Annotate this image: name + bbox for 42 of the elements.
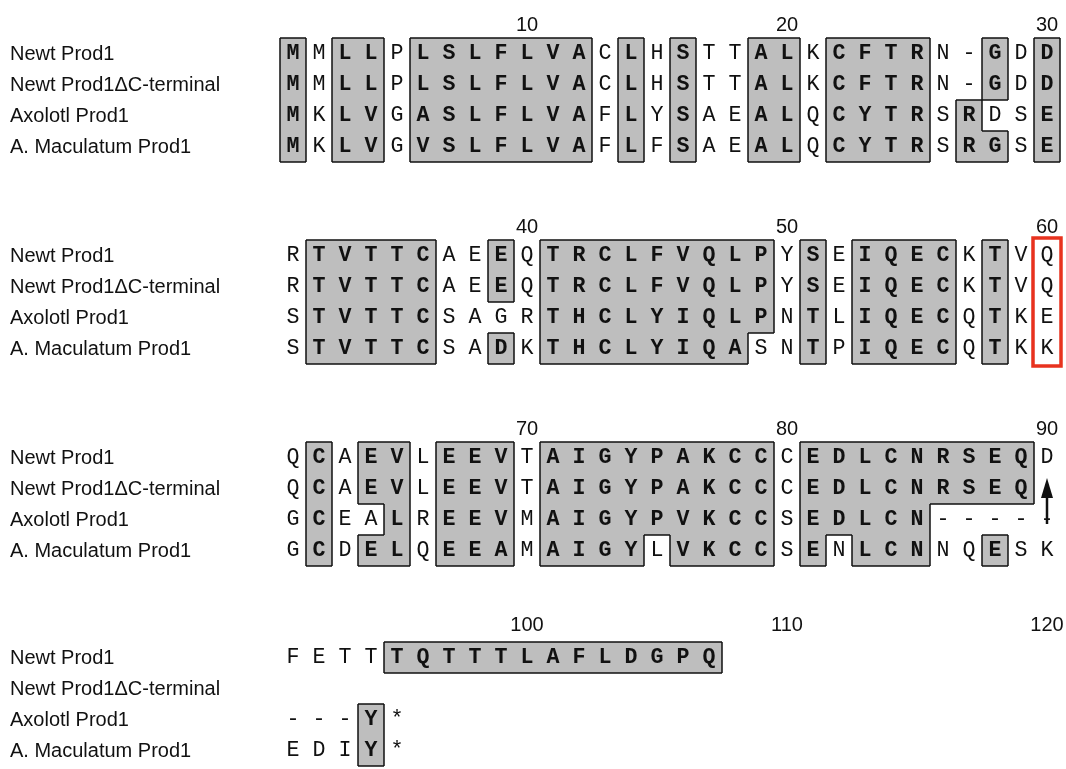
position-number: 80 <box>774 416 800 440</box>
position-number: 60 <box>1034 214 1060 238</box>
sequence-row-text: G C D E L Q E E A M A I G Y L V K C C S E N L C N N Q E S K <box>286 537 1054 565</box>
sequence-row-text: Q C A E V L E E V T A I G Y P A K C C C E D L C N R S E Q <box>286 475 1028 503</box>
sequence-name: Newt Prod1 <box>10 645 115 670</box>
sequence-name: A. Maculatum Prod1 <box>10 738 192 763</box>
sequence-name: Axolotl Prod1 <box>10 707 129 732</box>
position-number: 90 <box>1034 416 1060 440</box>
sequence-name: Newt Prod1ΔC-terminal <box>10 476 221 501</box>
sequence-row-text: M K L V G V S L F L V A F L F S A E A L Q C Y T R S R G S E <box>286 133 1054 161</box>
sequence-name: Axolotl Prod1 <box>10 305 129 330</box>
sequence-name: Newt Prod1ΔC-terminal <box>10 274 221 299</box>
sequence-row-text: S T V T T C S A D K T H C L Y I Q A S N T P I Q E C Q T K K <box>286 335 1054 363</box>
sequence-row-text: S T V T T C S A G R T H C L Y I Q L P N T L I Q E C Q T K E <box>286 304 1054 332</box>
sequence-row-text: M K L V G A S L F L V A F L Y S A E A L Q C Y T R S R D S E <box>286 102 1054 130</box>
position-number: 120 <box>1029 612 1065 636</box>
sequence-name: Newt Prod1ΔC-terminal <box>10 72 221 97</box>
position-number: 70 <box>514 416 540 440</box>
sequence-name: Axolotl Prod1 <box>10 507 129 532</box>
sequence-row-text: E D I Y * <box>286 737 404 765</box>
sequence-name: Newt Prod1 <box>10 41 115 66</box>
sequence-name: A. Maculatum Prod1 <box>10 134 192 159</box>
sequence-row-text: M M L L P L S L F L V A C L H S T T A L K C F T R N - G D D <box>286 71 1054 99</box>
sequence-name: A. Maculatum Prod1 <box>10 336 192 361</box>
sequence-row-text: Q C A E V L E E V T A I G Y P A K C C C E D L C N R S E Q D <box>286 444 1054 472</box>
sequence-row-text: F E T T T Q T T T L A F L D G P Q <box>286 644 716 672</box>
position-number: 110 <box>770 612 804 636</box>
sequence-row-text: M M L L P L S L F L V A C L H S T T A L K C F T R N - G D D <box>286 40 1054 68</box>
sequence-name: Newt Prod1ΔC-terminal <box>10 676 221 701</box>
sequence-row-text: R T V T T C A E E Q T R C L F V Q L P Y S E I Q E C K T V Q <box>286 242 1054 270</box>
position-number: 20 <box>774 12 800 36</box>
sequence-name: Newt Prod1 <box>10 243 115 268</box>
position-number: 50 <box>774 214 800 238</box>
position-number: 30 <box>1034 12 1060 36</box>
sequence-name: Newt Prod1 <box>10 445 115 470</box>
position-number: 40 <box>514 214 540 238</box>
sequence-row-text: R T V T T C A E E Q T R C L F V Q L P Y S E I Q E C K T V Q <box>286 273 1054 301</box>
sequence-row-text: - - - Y * <box>286 706 404 734</box>
position-number: 100 <box>509 612 545 636</box>
sequence-name: Axolotl Prod1 <box>10 103 129 128</box>
sequence-name: A. Maculatum Prod1 <box>10 538 192 563</box>
position-number: 10 <box>514 12 540 36</box>
